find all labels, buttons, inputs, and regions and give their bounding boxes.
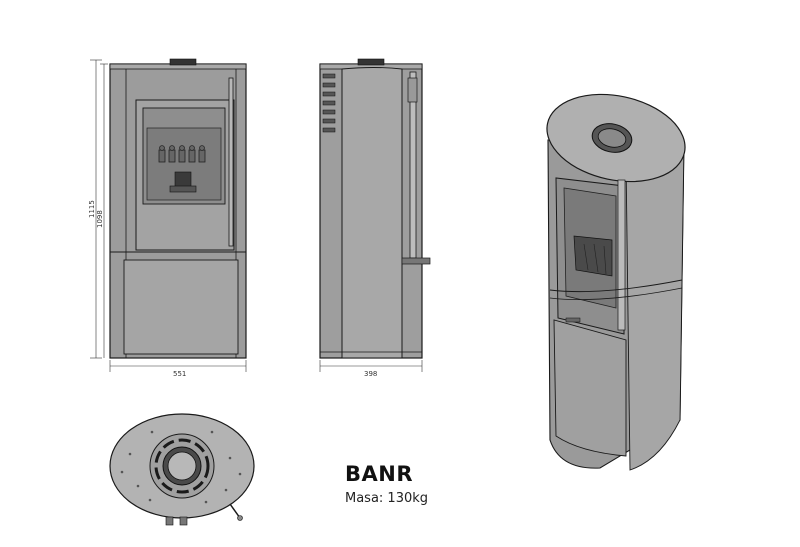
side-view: 398 (319, 58, 431, 378)
front-view: 551 1115 1098 (88, 58, 247, 378)
front-body-height-label: 1098 (96, 210, 104, 228)
side-depth-label: 398 (364, 370, 377, 378)
product-mass: Masa: 130kg (345, 491, 429, 506)
front-width-label: 551 (173, 370, 186, 378)
perspective-view (546, 93, 686, 471)
top-view (109, 413, 255, 526)
product-name: BANR (345, 462, 414, 486)
front-total-height-label: 1115 (88, 200, 96, 218)
